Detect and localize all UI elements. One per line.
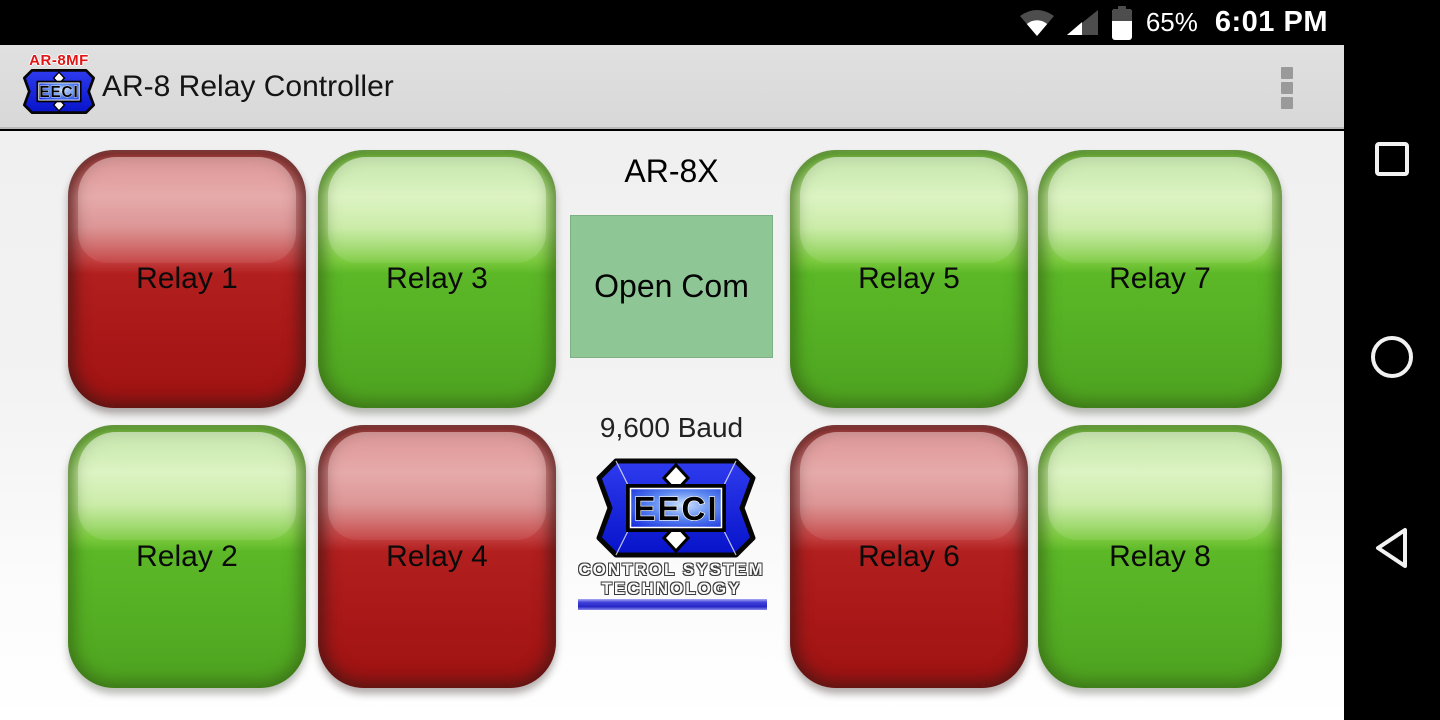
relay-1-button[interactable]: Relay 1 [68, 150, 306, 408]
relay-4-button[interactable]: Relay 4 [318, 425, 556, 688]
relay-7-button[interactable]: Relay 7 [1038, 150, 1282, 408]
overflow-menu-button[interactable] [1274, 65, 1300, 111]
baud-rate-label: 9,600 Baud [599, 412, 744, 443]
overflow-dot [1281, 67, 1293, 79]
relay-3-button[interactable]: Relay 3 [318, 150, 556, 408]
recents-icon [1375, 142, 1409, 176]
content: Relay 1 Relay 2 Relay 3 Relay 4 Relay 5 … [0, 131, 1344, 720]
relay-label: Relay 8 [1109, 539, 1211, 573]
relay-5-button[interactable]: Relay 5 [790, 150, 1028, 408]
relay-label: Relay 6 [858, 539, 960, 573]
home-icon [1371, 336, 1413, 378]
relay-label: Relay 5 [858, 262, 960, 295]
status-bar: 65% 6:01 PM [0, 0, 1440, 45]
relay-label: Relay 7 [1109, 262, 1211, 295]
battery-percent: 65% [1145, 7, 1198, 37]
status-icon-cluster: 65% 6:01 PM [1019, 0, 1328, 45]
open-com-label: Open Com [594, 268, 749, 304]
back-icon [1376, 528, 1407, 568]
clock: 6:01 PM [1214, 6, 1328, 38]
back-button[interactable] [1364, 520, 1420, 576]
eeci-chip-text: EECI [633, 490, 718, 527]
home-button[interactable] [1364, 329, 1420, 385]
app-icon-chip: EECI [23, 69, 95, 114]
brand-underline-bar [578, 599, 767, 610]
recents-button[interactable] [1364, 131, 1420, 187]
relay-label: Relay 2 [136, 539, 238, 573]
app-title: AR-8 Relay Controller [102, 70, 394, 103]
tagline-line1: CONTROL SYSTEM [578, 560, 765, 579]
open-com-button[interactable]: Open Com [570, 215, 773, 358]
relay-8-button[interactable]: Relay 8 [1038, 425, 1282, 688]
tagline-line2: TECHNOLOGY [601, 579, 742, 598]
relay-2-button[interactable]: Relay 2 [68, 425, 306, 688]
app-icon: AR-8MF EECI [20, 53, 98, 114]
battery-icon [1111, 5, 1132, 40]
svg-text:EECI: EECI [39, 84, 78, 101]
relay-label: Relay 4 [386, 539, 488, 573]
relay-label: Relay 1 [136, 262, 238, 295]
nav-bar [1344, 0, 1440, 720]
overflow-dot [1281, 97, 1293, 109]
cell-signal-icon [1066, 10, 1098, 35]
eeci-logo: EECI [596, 458, 756, 558]
overflow-dot [1281, 82, 1293, 94]
device-name-label: AR-8X [624, 153, 719, 189]
wifi-icon [1019, 9, 1054, 36]
app-bar: AR-8MF EECI AR-8 Relay Controller [0, 45, 1344, 129]
relay-label: Relay 3 [386, 262, 488, 295]
app-icon-brand-text: AR-8MF [29, 52, 89, 69]
relay-6-button[interactable]: Relay 6 [790, 425, 1028, 688]
